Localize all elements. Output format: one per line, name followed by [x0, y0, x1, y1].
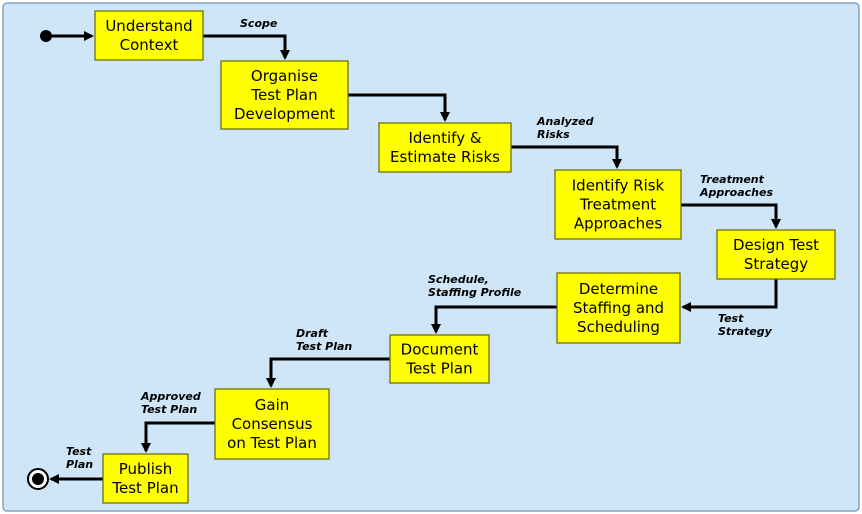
activity-box-6-text: Scheduling: [577, 318, 660, 336]
flow-arrow-4: [511, 145, 622, 169]
flow-label-4: Treatment: [700, 173, 765, 186]
activity-box-5-text: Strategy: [744, 255, 808, 273]
activity-box-2-text: Development: [234, 105, 335, 123]
activity-box-9-text: Test Plan: [111, 479, 178, 497]
flow-arrow-8: [266, 357, 390, 388]
activity-box-5-text: Design Test: [733, 236, 819, 254]
flow-label-9: Test: [66, 445, 92, 458]
flow-label-8: Test Plan: [141, 403, 197, 416]
flow-arrow-5: [681, 203, 781, 229]
activity-box-2-text: Test Plan: [250, 86, 317, 104]
activity-box-3-text: Identify &: [408, 129, 481, 147]
flow-label-8: Approved: [140, 390, 201, 403]
flow-label-4: Approaches: [699, 186, 773, 199]
flow-arrow-2: [203, 34, 290, 60]
activity-box-7-text: Test Plan: [405, 360, 472, 378]
flow-label-6: Schedule,: [428, 273, 489, 286]
start-node: [40, 30, 52, 42]
activity-box-6-text: Staffing and: [573, 299, 664, 317]
flow-label-6: Staffing Profile: [428, 286, 522, 299]
activity-box-3-text: Estimate Risks: [390, 148, 500, 166]
flow-label-5: Strategy: [718, 325, 773, 338]
activity-box-4-text: Approaches: [574, 215, 662, 233]
flow-label-3: Risks: [537, 128, 570, 141]
flow-arrow-7: [431, 305, 557, 334]
activity-box-1-text: Understand: [105, 17, 192, 35]
flow-label-5: Test: [718, 312, 744, 325]
activity-box-7-text: Document: [401, 341, 479, 359]
flow-label-3: Analyzed: [536, 115, 594, 128]
flow-arrow-9: [141, 421, 215, 453]
activity-box-8-text: on Test Plan: [227, 434, 317, 452]
flow-label-9: Plan: [66, 458, 93, 471]
end-node: [27, 468, 49, 490]
activity-box-3: Identify &Estimate Risks: [378, 122, 512, 173]
activity-box-9-text: Publish: [119, 460, 172, 478]
activity-box-2-text: Organise: [251, 67, 318, 85]
flow-label-1: Scope: [240, 17, 278, 30]
activity-box-4-text: Treatment: [579, 196, 656, 214]
flow-arrow-6: [681, 279, 778, 312]
activity-box-8-text: Consensus: [232, 415, 313, 433]
flow-label-7: Test Plan: [296, 340, 352, 353]
activity-box-6-text: Determine: [579, 280, 658, 298]
flow-arrow-3: [348, 93, 450, 122]
activity-box-1-text: Context: [120, 36, 179, 54]
flow-labels: ScopeAnalyzedRisksTreatmentApproachesTes…: [66, 17, 773, 471]
activity-box-4-text: Identify Risk: [572, 177, 665, 195]
flow-label-7: Draft: [296, 327, 329, 340]
flow-arrows: [49, 31, 781, 484]
activity-box-8-text: Gain: [255, 396, 290, 414]
